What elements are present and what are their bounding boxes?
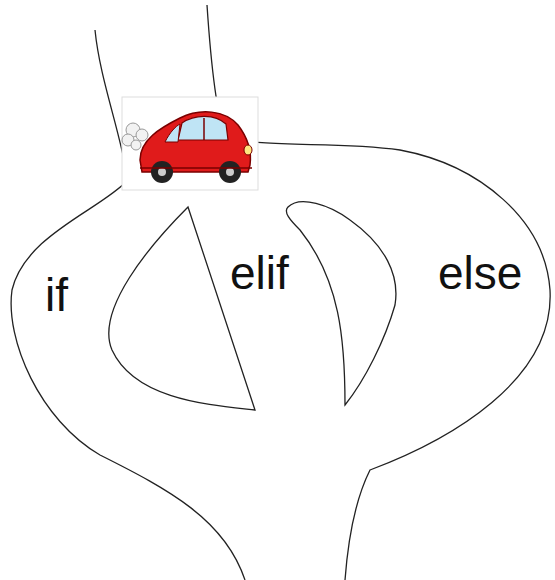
road-island [286,202,396,405]
road-right-edge [207,5,550,580]
branch-label: elif [230,250,289,296]
branch-label: if [45,272,68,318]
road-island [109,207,255,410]
branch-label: else [438,250,522,296]
car-picture [122,97,258,190]
